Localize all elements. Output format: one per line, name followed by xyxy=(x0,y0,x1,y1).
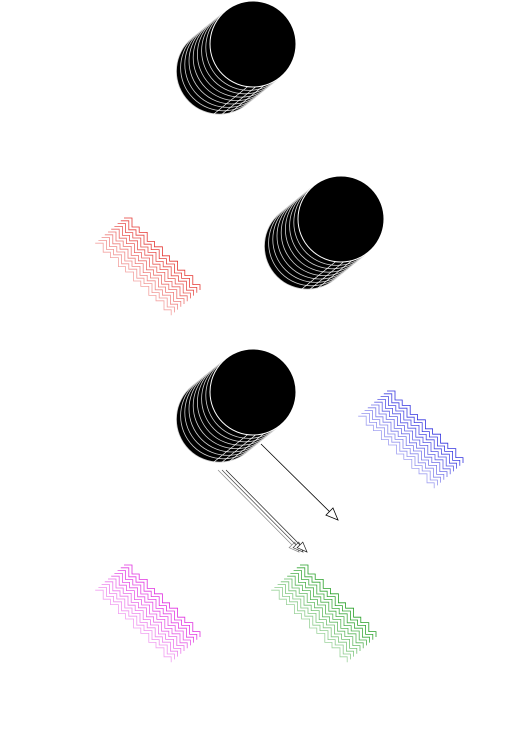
zigzag-green-line xyxy=(296,567,374,640)
zigzag-red-line xyxy=(98,239,175,313)
zigzag-magenta-line xyxy=(120,567,198,640)
zigzag-magenta-line xyxy=(124,564,201,637)
zigzag-red-line xyxy=(114,225,191,299)
disk-stack-top-edge xyxy=(221,86,256,115)
zigzag-red-line xyxy=(108,231,185,304)
zigzag-layer xyxy=(95,217,464,663)
zigzag-magenta-line xyxy=(114,573,191,646)
zigzag-red-line xyxy=(120,220,198,293)
zigzag-green-line xyxy=(290,573,367,646)
disk-layer xyxy=(175,0,385,463)
zigzag-magenta-line xyxy=(111,575,188,649)
zigzag-blue-line xyxy=(367,407,445,480)
disk-stack-top-edge xyxy=(213,86,248,115)
zigzag-red xyxy=(95,217,201,316)
zigzag-green xyxy=(271,564,377,663)
zigzag-blue-line xyxy=(383,393,461,466)
zigzag-green-line xyxy=(284,578,361,651)
zigzag-magenta-line xyxy=(98,587,175,660)
zigzag-blue-line xyxy=(358,415,435,489)
disk-stack-middle-edge xyxy=(309,261,344,290)
disk-stack-middle xyxy=(263,175,385,290)
zigzag-red-line xyxy=(111,228,188,302)
zigzag-blue-line xyxy=(380,396,458,469)
disk-stack-top-disk xyxy=(209,0,297,88)
zigzag-magenta xyxy=(95,564,201,663)
zigzag-magenta-line xyxy=(117,570,195,643)
zigzag-blue-line xyxy=(374,401,451,475)
zigzag-red-line xyxy=(104,234,182,307)
zigzag-green-line xyxy=(271,589,348,663)
zigzag-blue-line xyxy=(364,410,442,483)
zigzag-magenta-line xyxy=(95,589,172,663)
zigzag-magenta-line xyxy=(108,578,185,651)
disk-stack-lower-edge xyxy=(221,434,256,463)
zigzag-green-line xyxy=(293,570,371,643)
disk-stack-top-edge xyxy=(229,85,264,114)
zigzag-blue-line xyxy=(377,398,454,472)
disk-stack-lower xyxy=(175,348,297,463)
zigzag-green-line xyxy=(287,575,364,649)
zigzag-green-line xyxy=(274,587,351,660)
zigzag-green-line xyxy=(280,581,358,654)
disk-stack-lower-edge xyxy=(229,433,264,462)
zigzag-blue-line xyxy=(387,390,464,463)
zigzag-blue-line xyxy=(361,412,438,486)
zigzag-blue xyxy=(358,390,464,489)
arrow-triple xyxy=(217,469,308,553)
zigzag-green-line xyxy=(300,564,377,637)
disk-stack-middle-disk xyxy=(297,175,385,263)
disk-stack-middle-edge xyxy=(301,261,336,290)
zigzag-blue-line xyxy=(371,404,448,477)
zigzag-green-line xyxy=(277,584,355,657)
arrow-single xyxy=(260,443,339,521)
zigzag-red-line xyxy=(117,223,195,296)
zigzag-red-line xyxy=(124,217,201,290)
zigzag-magenta-line xyxy=(101,584,179,657)
arrow-layer xyxy=(217,443,339,553)
disk-stack-middle-edge xyxy=(317,260,352,289)
zigzag-magenta-line xyxy=(104,581,182,654)
zigzag-red-line xyxy=(95,242,172,316)
disk-stack-top xyxy=(175,0,297,115)
zigzag-red-line xyxy=(101,237,179,310)
disk-stack-lower-disk xyxy=(209,348,297,436)
disk-stack-lower-edge xyxy=(213,434,248,463)
